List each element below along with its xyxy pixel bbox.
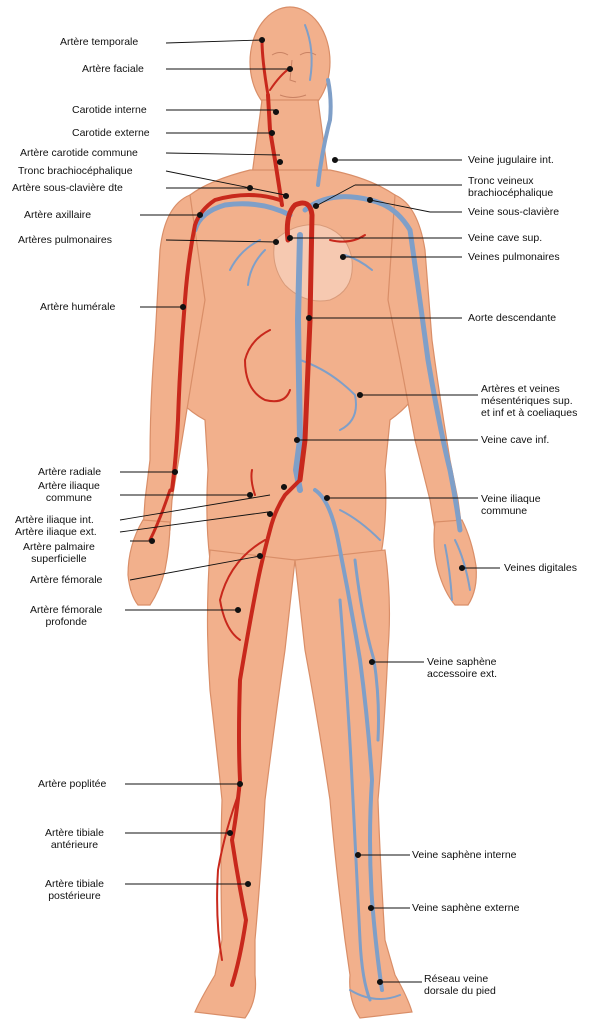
label-line: accessoire ext. [427, 668, 497, 680]
label-line: Artère iliaque int. [15, 514, 94, 526]
label-iliaque-int: Artère iliaque int. [15, 514, 94, 526]
label-pulmonaires: Artères pulmonaires [18, 234, 112, 246]
label-line: Artère fémorale [30, 574, 102, 586]
label-faciale: Artère faciale [82, 63, 144, 75]
label-radiale: Artère radiale [38, 466, 101, 478]
label-line: Veines pulmonaires [468, 251, 560, 263]
label-line: Veine cave sup. [468, 232, 542, 244]
label-line: Veine jugulaire int. [468, 154, 554, 166]
label-line: profonde [30, 616, 102, 628]
label-femorale: Artère fémorale [30, 574, 102, 586]
label-line: Artère tibiale [45, 878, 104, 890]
label-saphene-int: Veine saphène interne [412, 849, 517, 861]
label-sous-claviere: Veine sous-clavière [468, 206, 559, 218]
label-sous-claviere-dte: Artère sous-clavière dte [12, 182, 123, 194]
label-line: Artère tibiale [45, 827, 104, 839]
label-line: Veine iliaque [481, 493, 541, 505]
label-line: Artère sous-clavière dte [12, 182, 123, 194]
label-temporale: Artère temporale [60, 36, 138, 48]
label-saphene-ext: Veine saphène externe [412, 902, 519, 914]
label-veines-pulm: Veines pulmonaires [468, 251, 560, 263]
label-line: Artère faciale [82, 63, 144, 75]
label-line: Artère fémorale [30, 604, 102, 616]
label-line: commune [38, 492, 100, 504]
label-line: postérieure [45, 890, 104, 902]
body-silhouette [128, 7, 476, 1018]
label-line: Réseau veine [424, 973, 496, 985]
label-line: mésentériques sup. [481, 395, 577, 407]
label-line: Artère poplitée [38, 778, 106, 790]
label-tronc-brachio: Tronc brachiocéphalique [18, 165, 133, 177]
label-humerale: Artère humérale [40, 301, 115, 313]
label-aorte-desc: Aorte descendante [468, 312, 556, 324]
label-line: Veines digitales [504, 562, 577, 574]
label-line: Veine sous-clavière [468, 206, 559, 218]
label-line: Carotide interne [72, 104, 147, 116]
label-line: Artère iliaque [38, 480, 100, 492]
label-line: Aorte descendante [468, 312, 556, 324]
label-line: Tronc veineux [468, 175, 553, 187]
label-line: Artère axillaire [24, 209, 91, 221]
label-line: Veine saphène externe [412, 902, 519, 914]
label-line: commune [481, 505, 541, 517]
label-line: Veine saphène [427, 656, 497, 668]
label-carotide-commune: Artère carotide commune [20, 147, 138, 159]
label-line: Artères pulmonaires [18, 234, 112, 246]
label-jugulaire: Veine jugulaire int. [468, 154, 554, 166]
label-line: Artère humérale [40, 301, 115, 313]
label-cave-inf: Veine cave inf. [481, 434, 549, 446]
label-digitales: Veines digitales [504, 562, 577, 574]
label-line: Artère iliaque ext. [15, 526, 97, 538]
label-line: Carotide externe [72, 127, 150, 139]
label-line: dorsale du pied [424, 985, 496, 997]
label-line: et inf et à coeliaques [481, 407, 577, 419]
label-iliaque-ext: Artère iliaque ext. [15, 526, 97, 538]
label-line: antérieure [45, 839, 104, 851]
label-axillaire: Artère axillaire [24, 209, 91, 221]
label-line: Artère palmaire [23, 541, 95, 553]
label-line: Artères et veines [481, 383, 577, 395]
label-line: superficielle [23, 553, 95, 565]
label-line: Tronc brachiocéphalique [18, 165, 133, 177]
label-line: Artère temporale [60, 36, 138, 48]
label-cave-sup: Veine cave sup. [468, 232, 542, 244]
label-line: Artère carotide commune [20, 147, 138, 159]
label-line: brachiocéphalique [468, 187, 553, 199]
label-line: Veine saphène interne [412, 849, 517, 861]
label-line: Artère radiale [38, 466, 101, 478]
label-carotide-externe: Carotide externe [72, 127, 150, 139]
label-poplitee: Artère poplitée [38, 778, 106, 790]
label-carotide-interne: Carotide interne [72, 104, 147, 116]
label-line: Veine cave inf. [481, 434, 549, 446]
